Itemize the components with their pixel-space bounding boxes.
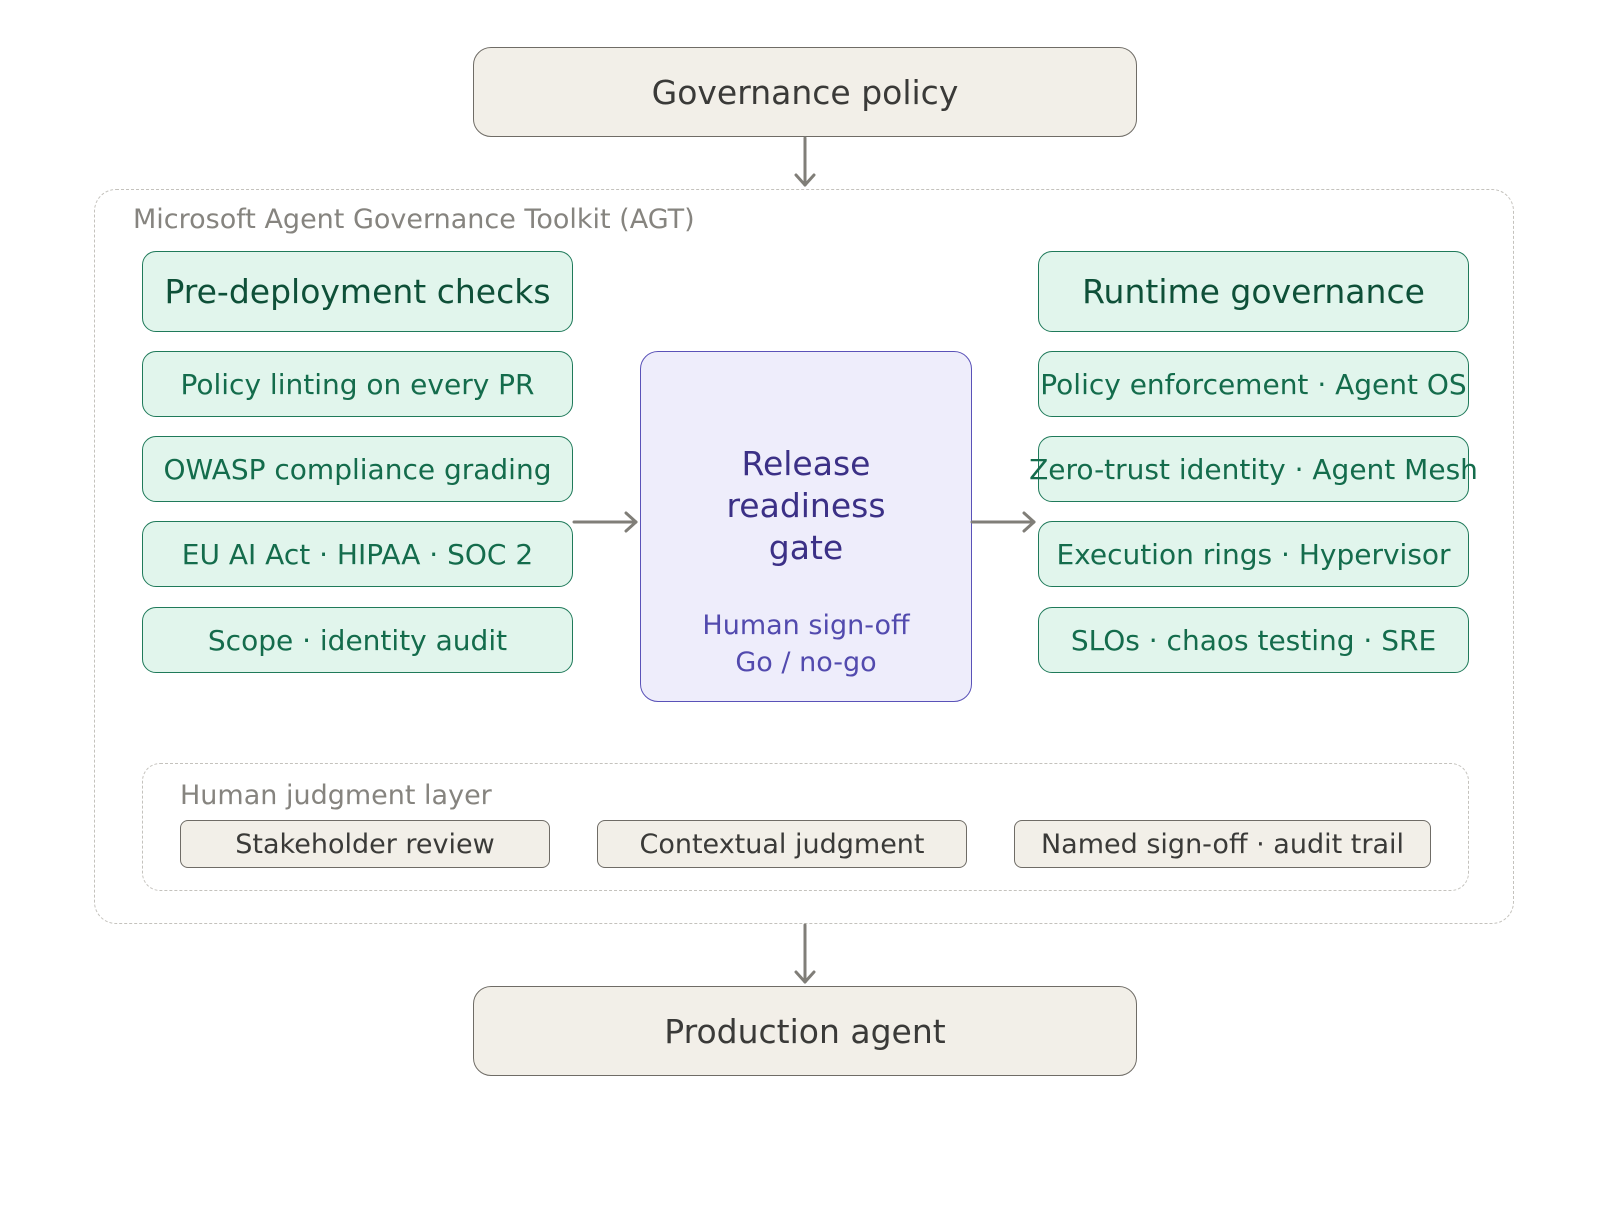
pre-deployment-item: Scope · identity audit <box>142 607 573 673</box>
gate-subtitle-line: Human sign-off <box>702 610 910 641</box>
release-readiness-gate: Release readiness gate Human sign-off Go… <box>640 351 972 702</box>
arrow-toolkit-to-production <box>794 923 816 984</box>
governance-policy-node: Governance policy <box>473 47 1137 137</box>
gate-title-line: gate <box>768 528 844 567</box>
named-sign-off-box: Named sign-off · audit trail <box>1014 820 1431 868</box>
gate-title: Release readiness gate <box>641 443 971 569</box>
pre-deployment-header: Pre-deployment checks <box>142 251 573 332</box>
runtime-governance-header: Runtime governance <box>1038 251 1469 332</box>
pre-deployment-item: Policy linting on every PR <box>142 351 573 417</box>
production-agent-node: Production agent <box>473 986 1137 1076</box>
pre-deployment-item: EU AI Act · HIPAA · SOC 2 <box>142 521 573 587</box>
gate-subtitle: Human sign-off Go / no-go <box>641 607 971 681</box>
gate-title-line: readiness <box>726 486 886 525</box>
arrow-policy-to-toolkit <box>794 136 816 187</box>
human-judgment-region <box>142 763 1469 891</box>
agt-toolkit-label: Microsoft Agent Governance Toolkit (AGT) <box>133 204 695 235</box>
runtime-item: Zero-trust identity · Agent Mesh <box>1029 436 1478 502</box>
runtime-item: Execution rings · Hypervisor <box>1038 521 1469 587</box>
contextual-judgment-box: Contextual judgment <box>597 820 967 868</box>
human-judgment-label: Human judgment layer <box>180 780 492 811</box>
stakeholder-review-box: Stakeholder review <box>180 820 550 868</box>
gate-title-line: Release <box>741 444 871 483</box>
runtime-item: Policy enforcement · Agent OS <box>1038 351 1469 417</box>
runtime-item: SLOs · chaos testing · SRE <box>1038 607 1469 673</box>
gate-subtitle-line: Go / no-go <box>735 647 877 678</box>
pre-deployment-item: OWASP compliance grading <box>142 436 573 502</box>
